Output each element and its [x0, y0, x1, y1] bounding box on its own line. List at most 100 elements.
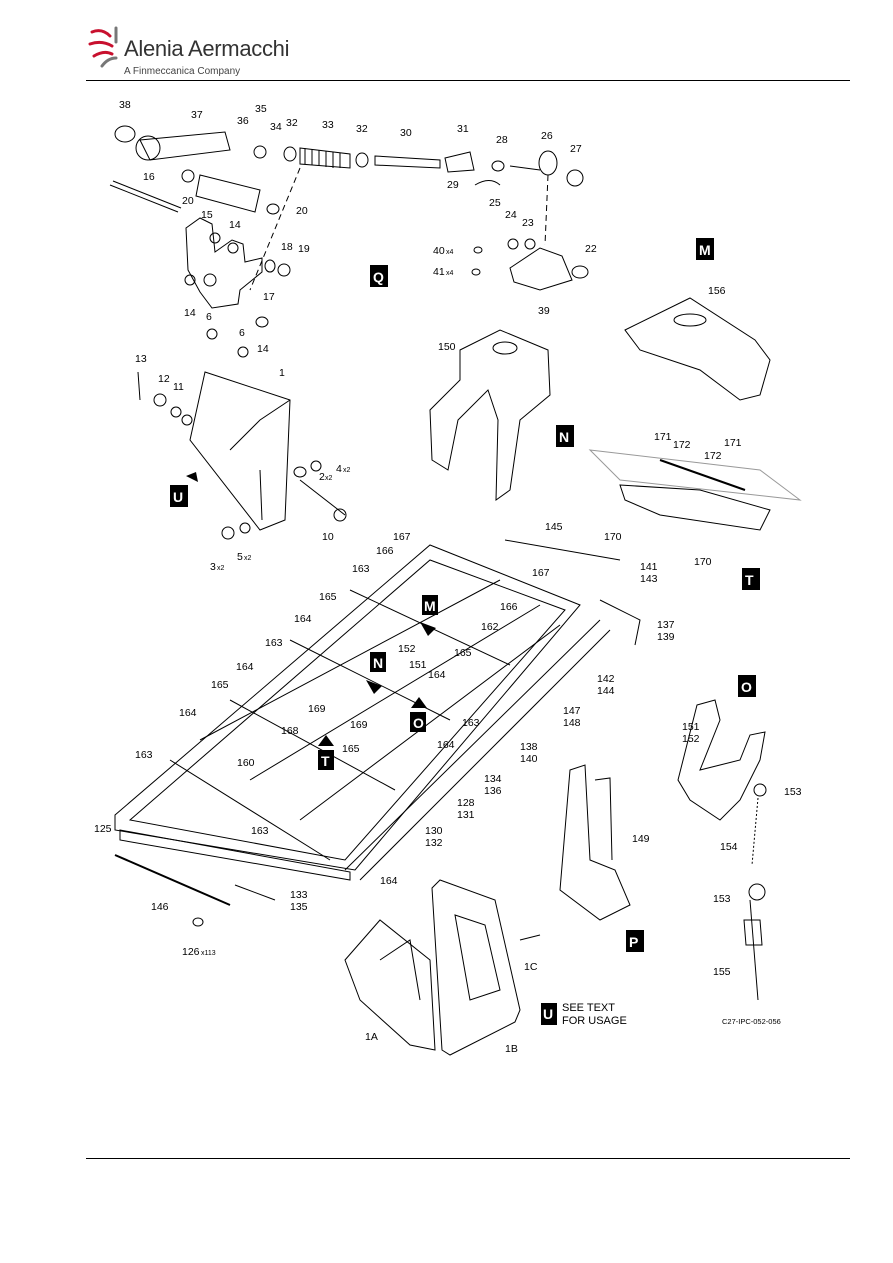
label-163c: 163 [462, 717, 480, 729]
qty-x4a: x4 [446, 249, 454, 256]
alenia-logo-icon [88, 26, 118, 68]
bracket-156 [624, 297, 771, 401]
label-136: 136 [484, 785, 502, 797]
label-29: 29 [447, 179, 459, 191]
label-172a: 172 [673, 439, 691, 451]
view-marker-O: O [738, 675, 756, 697]
label-17: 17 [263, 291, 275, 303]
label-1: 1 [279, 367, 285, 379]
label-139: 139 [657, 631, 675, 643]
label-26: 26 [541, 130, 553, 142]
label-152b: 152 [682, 733, 700, 745]
view-marker-T-tray: T [318, 750, 334, 770]
label-5: 5 [237, 551, 243, 563]
label-20a: 20 [182, 195, 194, 207]
label-3: 3 [210, 561, 216, 573]
label-6a: 6 [206, 311, 212, 323]
label-142: 142 [597, 673, 615, 685]
pad-assembly-170 [588, 449, 802, 531]
svg-text:T: T [745, 572, 754, 588]
view-arrows [186, 472, 436, 746]
label-1A: 1A [365, 1031, 378, 1043]
label-138: 138 [520, 741, 538, 753]
usage-note-line1: SEE TEXT [562, 1002, 615, 1014]
label-2: 2 [319, 471, 325, 483]
svg-text:T: T [321, 753, 330, 769]
label-164d: 164 [179, 707, 197, 719]
label-6b: 6 [239, 327, 245, 339]
view-marker-O-tray: O [410, 712, 426, 732]
label-130: 130 [425, 825, 443, 837]
label-39: 39 [538, 305, 550, 317]
svg-text:O: O [741, 679, 752, 695]
label-37: 37 [191, 109, 203, 121]
label-25: 25 [489, 197, 501, 209]
label-14c: 14 [257, 343, 269, 355]
label-169a: 169 [308, 703, 326, 715]
svg-text:N: N [373, 655, 383, 671]
label-38: 38 [119, 99, 131, 111]
label-35: 35 [255, 103, 267, 115]
figure-reference: C27-IPC-052-056 [722, 1017, 781, 1026]
label-32b: 32 [356, 123, 368, 135]
label-165d: 165 [342, 743, 360, 755]
label-151a: 151 [409, 659, 427, 671]
usage-note-line2: FOR USAGE [562, 1015, 627, 1027]
label-164b: 164 [236, 661, 254, 673]
view-marker-M: M [696, 238, 714, 260]
label-164c: 164 [428, 669, 446, 681]
svg-text:M: M [699, 242, 711, 258]
label-147: 147 [563, 705, 581, 717]
svg-text:M: M [424, 598, 436, 614]
svg-text:O: O [413, 715, 424, 731]
bracket-15 [184, 217, 291, 358]
label-170b: 170 [694, 556, 712, 568]
qty-x4b: x4 [446, 270, 454, 277]
label-154: 154 [720, 841, 738, 853]
label-171b: 171 [724, 437, 742, 449]
view-marker-M-tray: M [422, 595, 438, 615]
label-150: 150 [438, 341, 456, 353]
label-163d: 163 [135, 749, 153, 761]
view-marker-Q: Q [370, 265, 388, 287]
label-135: 135 [290, 901, 308, 913]
label-153a: 153 [784, 786, 802, 798]
label-23: 23 [522, 217, 534, 229]
label-31: 31 [457, 123, 469, 135]
label-24: 24 [505, 209, 517, 221]
label-125: 125 [94, 823, 112, 835]
label-164e: 164 [437, 739, 455, 751]
usage-note: SEE TEXT FOR USAGE [562, 1002, 627, 1028]
view-marker-P: P [626, 930, 644, 952]
label-13: 13 [135, 353, 147, 365]
label-165a: 165 [319, 591, 337, 603]
label-18: 18 [281, 241, 293, 253]
label-167b: 167 [532, 567, 550, 579]
label-166a: 166 [376, 545, 394, 557]
label-166b: 166 [500, 601, 518, 613]
fitting-1 [137, 371, 347, 540]
label-128: 128 [457, 797, 475, 809]
view-marker-U: U [170, 485, 188, 507]
bracket-150 [429, 329, 551, 501]
svg-text:U: U [543, 1006, 553, 1022]
label-165b: 165 [454, 647, 472, 659]
label-172b: 172 [704, 450, 722, 462]
label-14b: 14 [184, 307, 196, 319]
qty-x2a: x2 [343, 467, 351, 474]
label-16: 16 [143, 171, 155, 183]
footer-rule [86, 1158, 850, 1159]
page-header: Alenia Aermacchi A Finmeccanica Company [0, 0, 893, 85]
label-165c: 165 [211, 679, 229, 691]
label-32a: 32 [286, 117, 298, 129]
label-10: 10 [322, 531, 334, 543]
label-131: 131 [457, 809, 475, 821]
label-156: 156 [708, 285, 726, 297]
label-132: 132 [425, 837, 443, 849]
label-11: 11 [173, 381, 184, 393]
header-rule [86, 80, 850, 81]
label-143: 143 [640, 573, 658, 585]
label-137: 137 [657, 619, 675, 631]
qty-x2c: x2 [217, 565, 225, 572]
label-33: 33 [322, 119, 334, 131]
